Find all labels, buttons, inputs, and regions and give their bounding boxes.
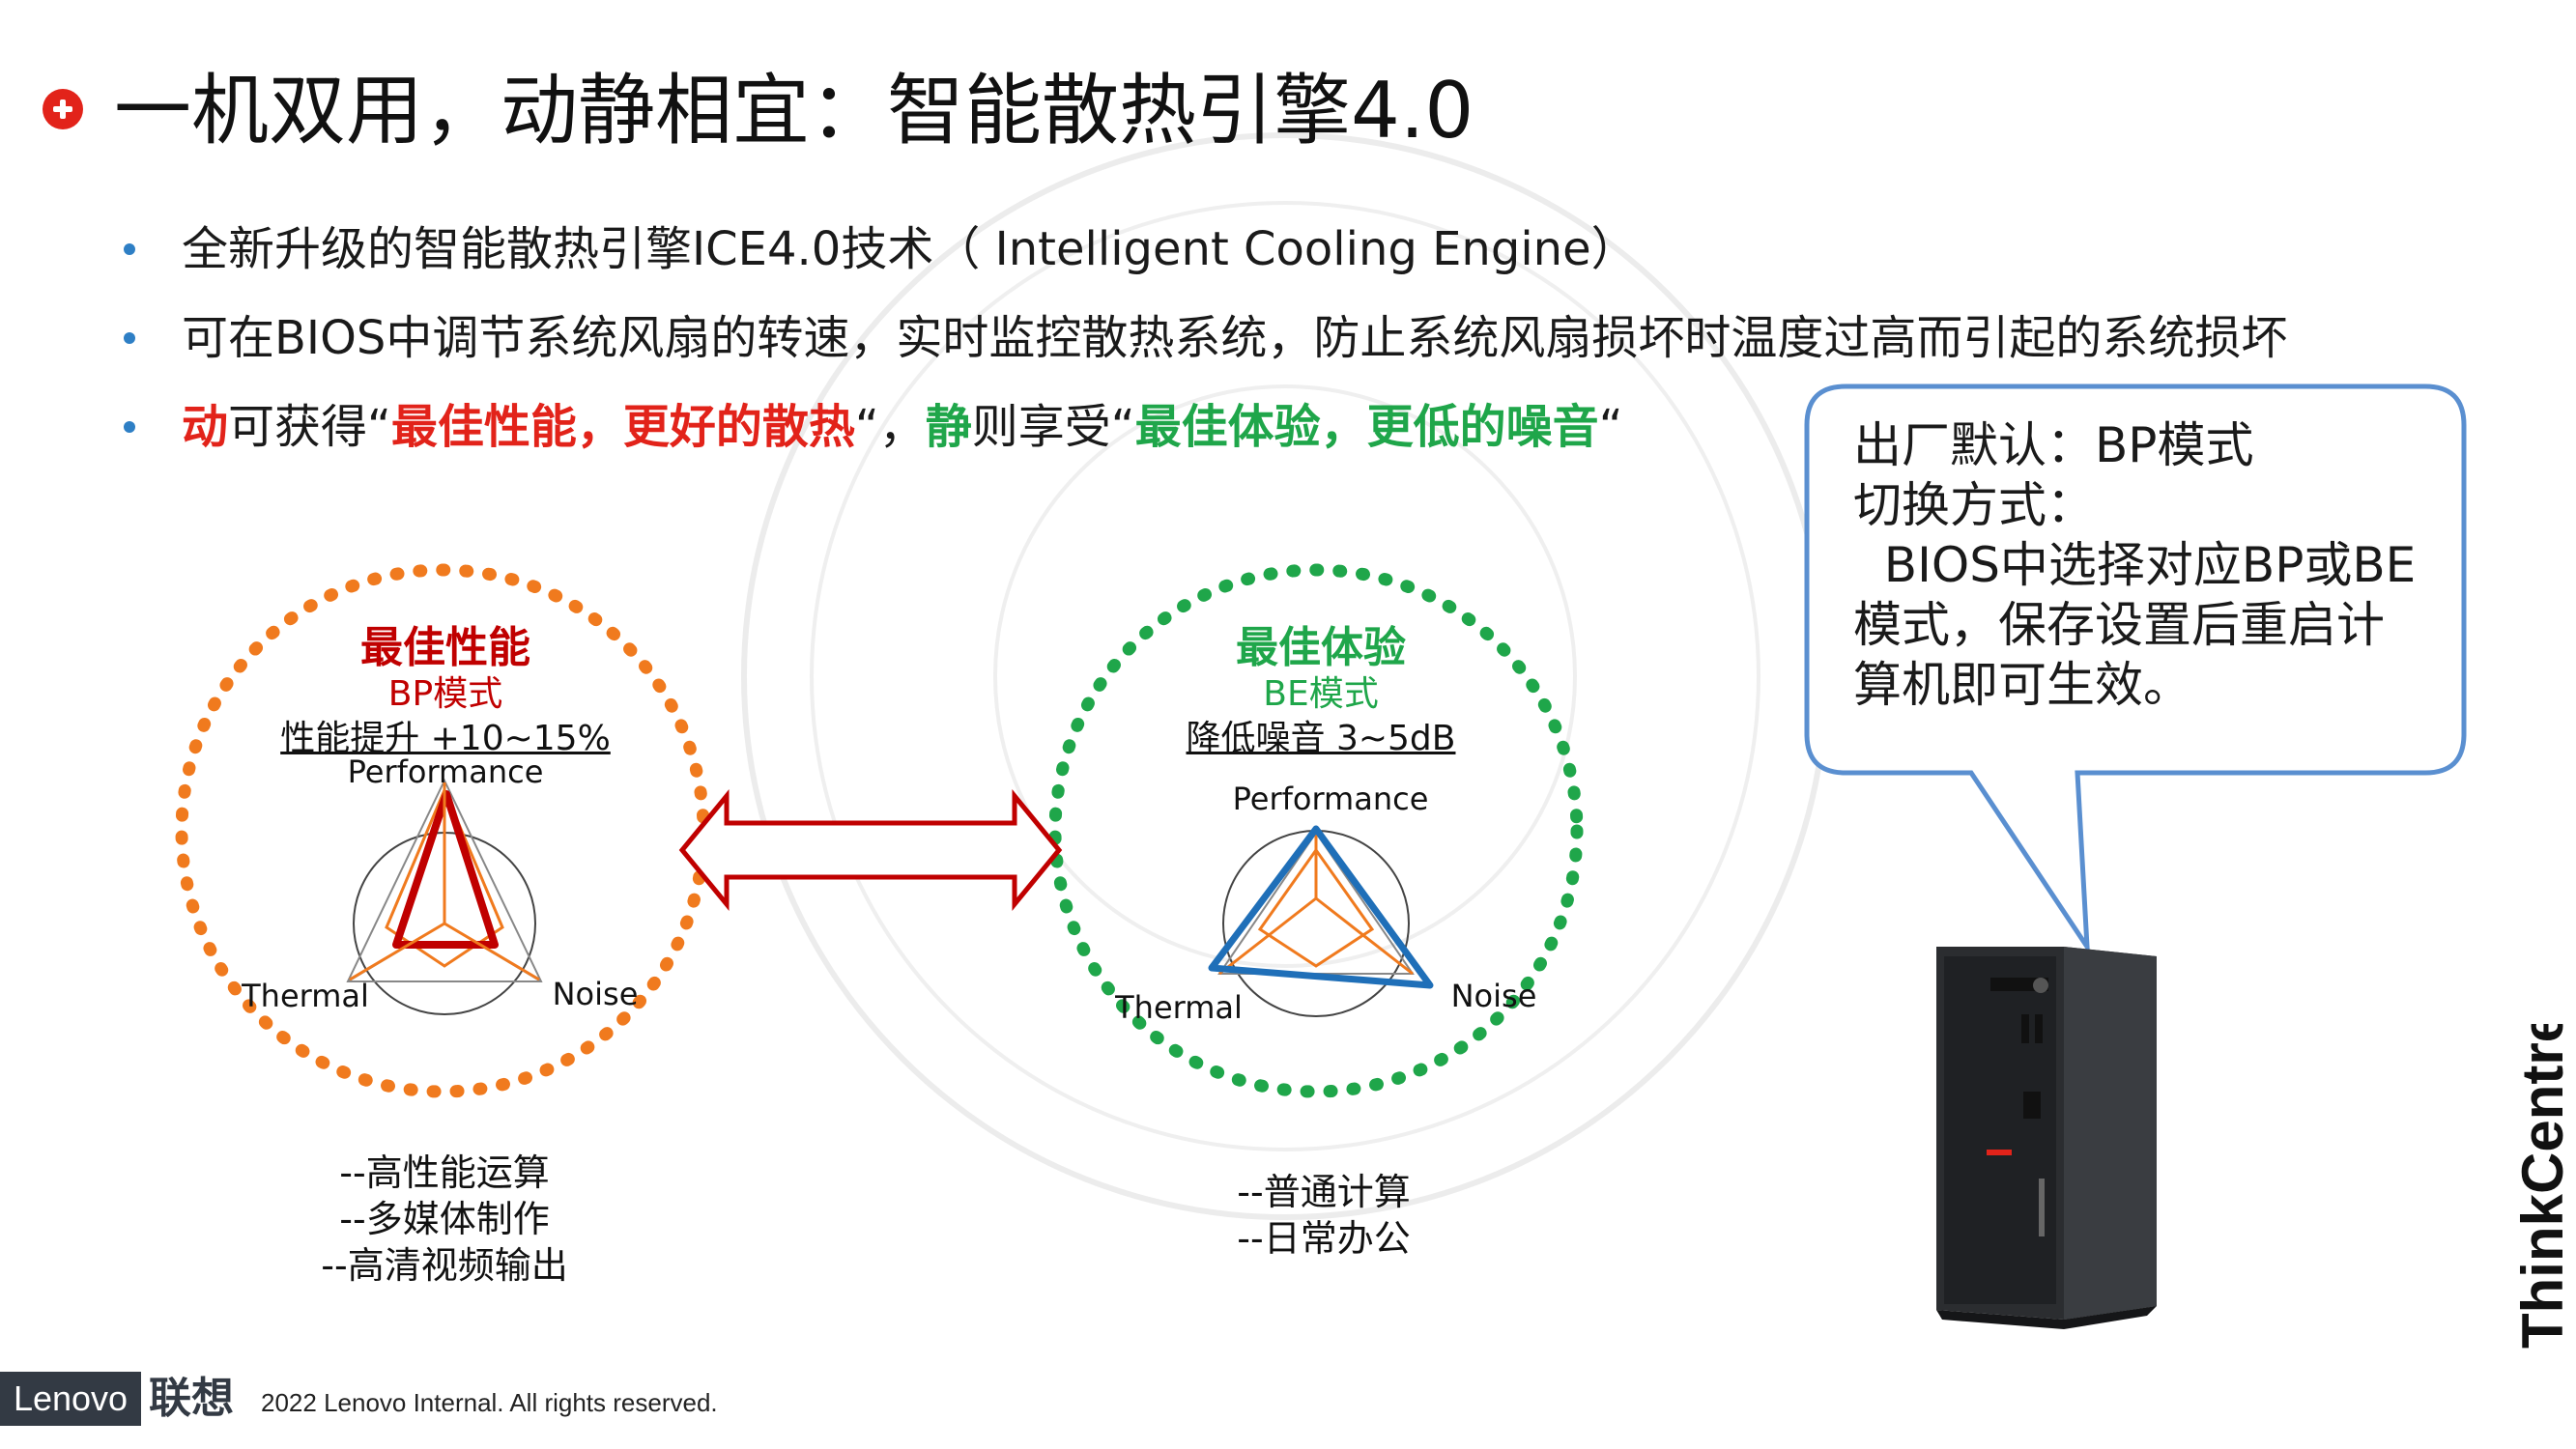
- static-word: 静: [925, 400, 972, 454]
- callout-bubble: [1804, 384, 2467, 956]
- list-item: --普通计算: [1237, 1171, 1411, 1213]
- page-title: 一机双用，动静相宜：智能散热引擎4.0: [114, 66, 1474, 156]
- copyright-text: 2022 Lenovo Internal. All rights reserve…: [261, 1388, 718, 1417]
- bp-use-list: --高性能运算 --多媒体制作 --高清视频输出: [290, 1150, 599, 1289]
- modes-text-4: “: [1598, 400, 1623, 454]
- be-gain-label: 降低噪音 3~5dB: [1186, 719, 1456, 758]
- bp-thermal-axis: Thermal: [242, 978, 369, 1014]
- callout-line: 算机即可生效。: [1853, 657, 2191, 713]
- bullet-dot: [124, 332, 135, 344]
- bp-title: 最佳性能: [360, 623, 530, 672]
- list-item: --高性能运算: [339, 1151, 550, 1194]
- modes-text-1: 可获得“: [228, 400, 391, 454]
- be-thermal-axis: Thermal: [1115, 989, 1243, 1026]
- be-use-list: --普通计算 --日常办公: [1179, 1169, 1469, 1262]
- be-highlight: 最佳体验，更低的噪音: [1134, 400, 1599, 454]
- modes-text-2: “，: [854, 400, 926, 454]
- bullet-dot: [124, 243, 135, 255]
- list-item: --多媒体制作: [339, 1198, 550, 1240]
- be-mode-label: BE模式: [1263, 674, 1379, 714]
- be-noise-axis: Noise: [1450, 978, 1537, 1014]
- bullet-ice-text: 全新升级的智能散热引擎ICE4.0技术（ Intelligent Cooling…: [182, 222, 1638, 276]
- bullet-bios-text: 可在BIOS中调节系统风扇的转速，实时监控散热系统，防止系统风扇损坏时温度过高而…: [182, 311, 2288, 365]
- lenovo-logo: Lenovo: [0, 1372, 141, 1426]
- be-dotted-circle: [1048, 563, 1584, 1098]
- lenovo-cn-logo: 联想: [149, 1374, 234, 1423]
- thinkcentre-brand-logo: ThinkCentre M: [2510, 1024, 2575, 1349]
- double-arrow-icon: [678, 789, 1063, 911]
- bp-radar-chart: [346, 778, 543, 1015]
- bp-mode-label: BP模式: [387, 674, 503, 714]
- modes-text-3: 则享受“: [971, 400, 1135, 454]
- bp-value-polygon: [392, 790, 499, 949]
- bp-gain-label: 性能提升 +10~15%: [280, 719, 611, 758]
- bullet-dot: [124, 421, 135, 433]
- be-performance-axis: Performance: [1232, 781, 1429, 817]
- list-item: --高清视频输出: [321, 1244, 568, 1287]
- list-item: --日常办公: [1237, 1217, 1411, 1260]
- bp-noise-axis: Noise: [552, 976, 639, 1012]
- svg-text:ThinkCentre M: ThinkCentre M: [2510, 1024, 2575, 1349]
- dynamic-word: 动: [182, 400, 229, 454]
- callout-line: 出厂默认：BP模式: [1853, 417, 2254, 473]
- desktop-pc-image: [1936, 947, 2157, 1329]
- bp-performance-axis: Performance: [347, 753, 544, 790]
- bullet-modes-text: 动可获得“最佳性能，更好的散热“，静则享受“最佳体验，更低的噪音“: [182, 396, 1623, 458]
- callout-line: BIOS中选择对应BP或BE: [1853, 537, 2417, 593]
- plus-circle-icon: [43, 89, 83, 129]
- callout-line: 切换方式：: [1853, 477, 2095, 533]
- bp-highlight: 最佳性能，更好的散热: [390, 400, 855, 454]
- callout-line: 模式，保存设置后重启计: [1853, 597, 2385, 653]
- be-title: 最佳体验: [1236, 623, 1406, 672]
- be-value-polygon: [1208, 825, 1434, 989]
- be-radar-chart: [1208, 825, 1434, 1017]
